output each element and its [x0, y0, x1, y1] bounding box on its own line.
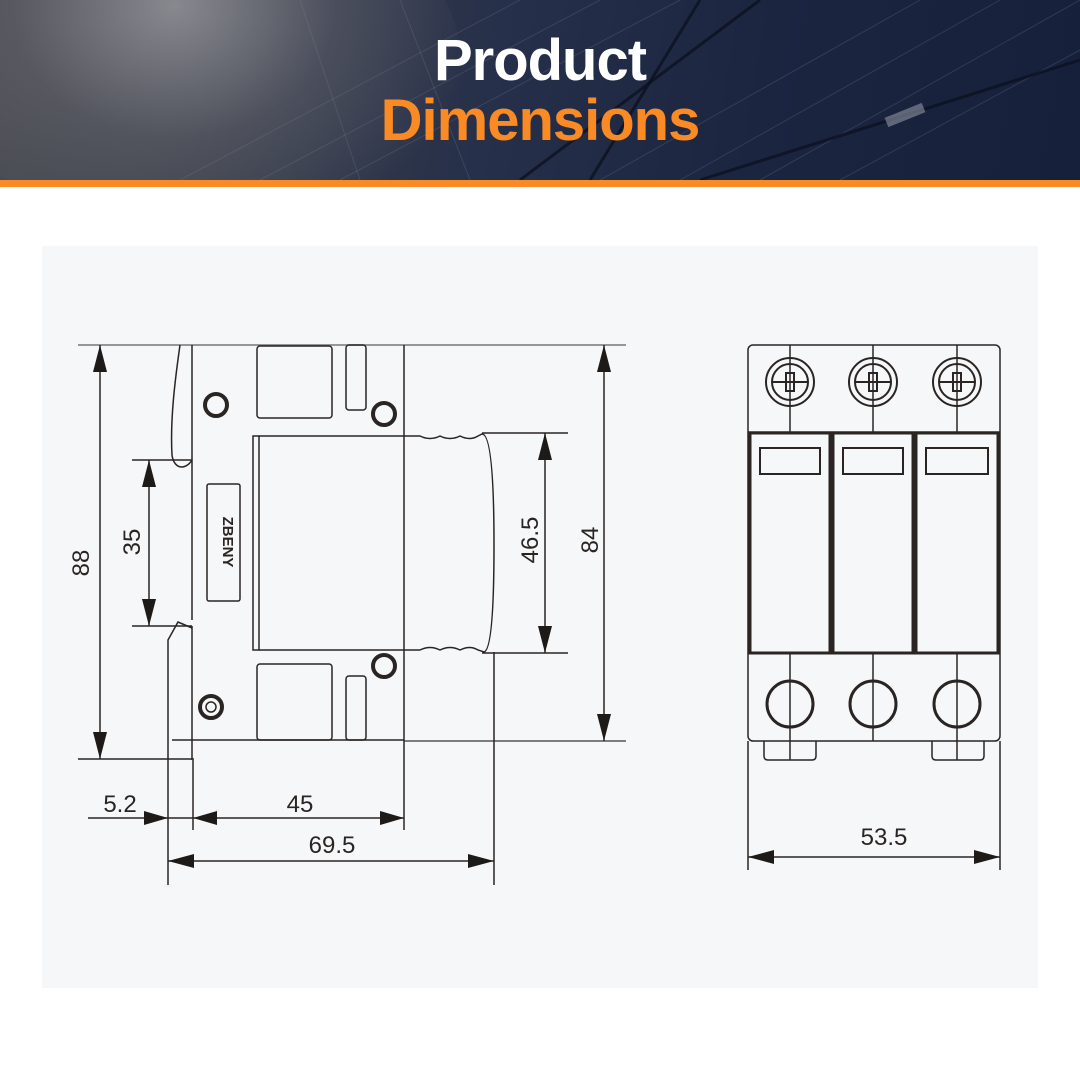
dim-body-depth: 45 [287, 791, 314, 818]
accent-strip [0, 180, 1080, 187]
sunlight-glow [0, 0, 460, 180]
front-view [747, 344, 1001, 870]
solar-panel-pattern [179, 0, 1080, 180]
technical-drawing: 88 35 46.5 84 5.2 45 69.5 53.5 ZBENY [68, 344, 1001, 885]
side-view [78, 344, 626, 885]
title-product: Product [433, 28, 647, 93]
dim-total-height: 88 [68, 550, 95, 577]
dimension-arrows [93, 345, 1000, 868]
header-banner: Product Dimensions [0, 0, 1080, 180]
dim-din-rail-height: 35 [119, 529, 146, 556]
dim-module-height: 46.5 [517, 517, 544, 564]
dimension-drawing-panel: 88 35 46.5 84 5.2 45 69.5 53.5 ZBENY [42, 246, 1038, 988]
dim-rail-offset: 5.2 [103, 791, 136, 818]
brand-label: ZBENY [219, 517, 236, 568]
dim-total-depth: 69.5 [309, 832, 356, 859]
dim-front-width: 53.5 [861, 824, 908, 851]
dim-body-height: 84 [577, 527, 604, 554]
title-dimensions: Dimensions [380, 88, 701, 153]
